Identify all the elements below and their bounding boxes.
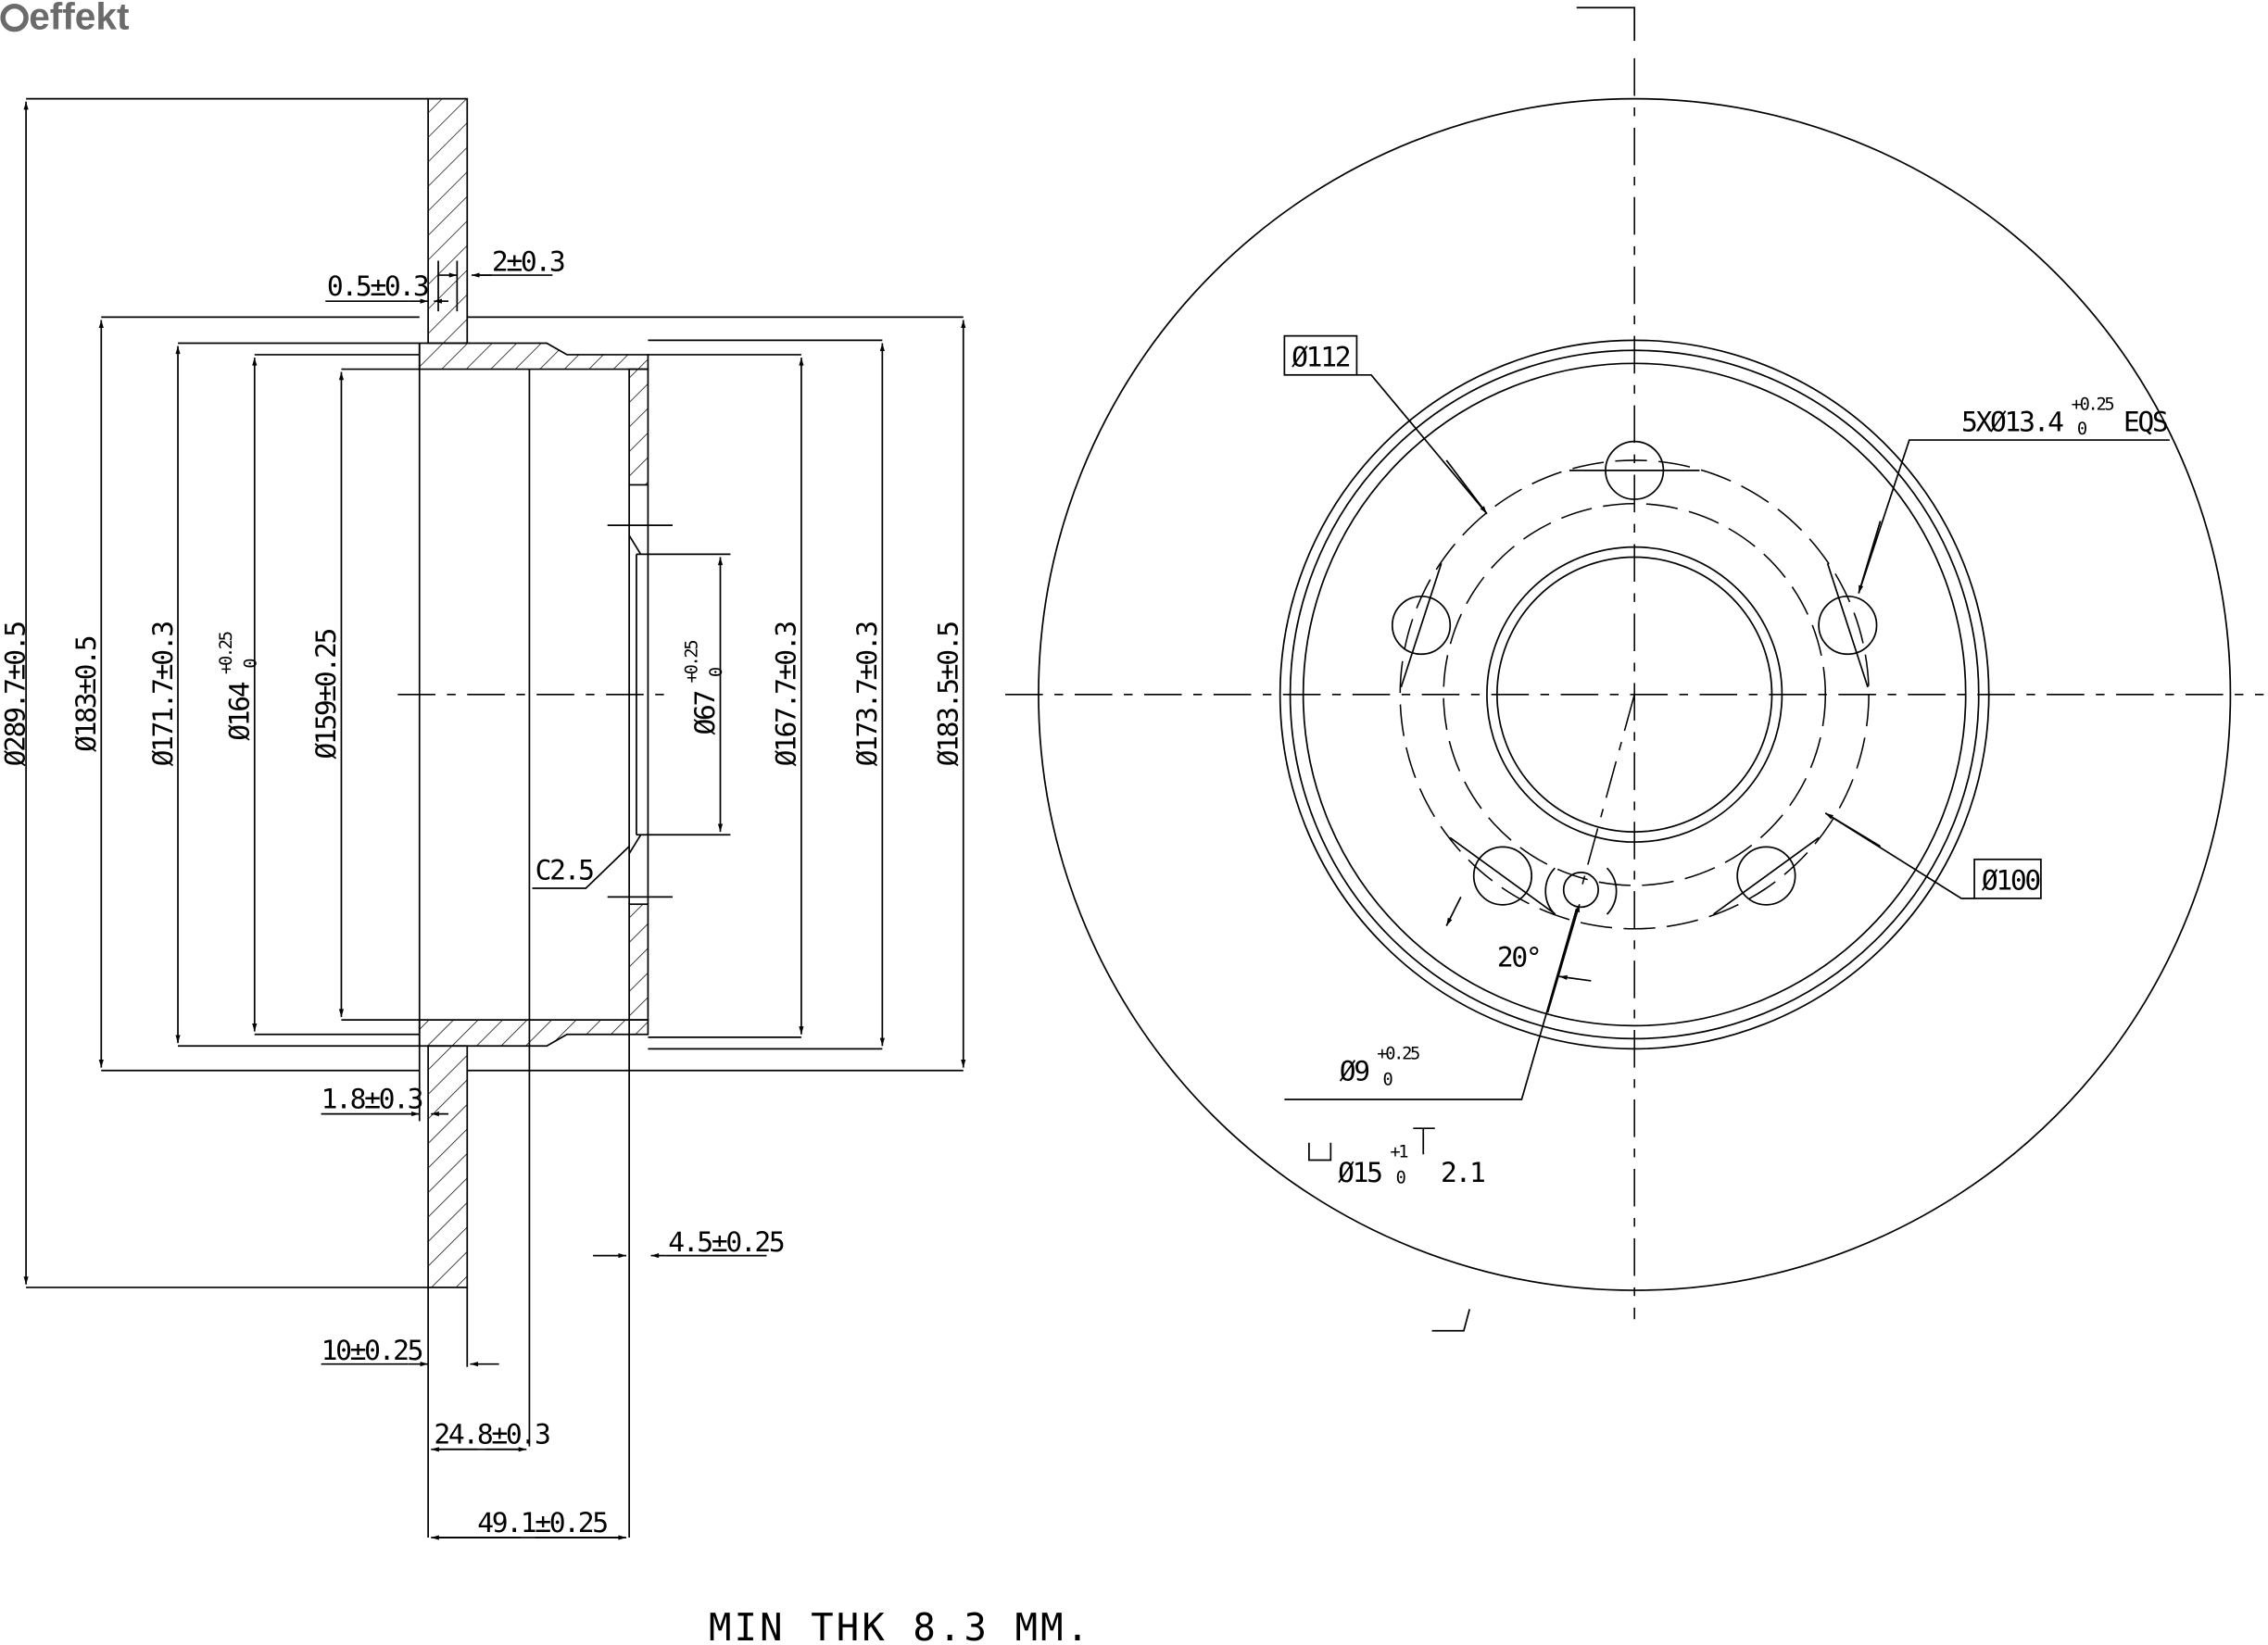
dim-183: Ø183±0.5: [69, 636, 102, 752]
bolt-holes-label: 5XØ13.4: [1961, 406, 2063, 438]
dim-49-1: 49.1±0.25: [477, 1506, 607, 1538]
bolt-holes-suffix: EQS: [2123, 406, 2167, 438]
d100-label: Ø100: [1982, 864, 2040, 897]
bolt-hole: [1391, 595, 1452, 656]
bolt-hole-centerline: [1826, 562, 1869, 688]
counterbore-label: Ø15: [1338, 1156, 1381, 1188]
dim-167-7: Ø167.7±0.3: [770, 622, 802, 767]
pin-hole: [1562, 872, 1600, 909]
dim-10: 10±0.25: [321, 1334, 422, 1366]
pin-hole-tol-lower: 0: [1383, 1070, 1393, 1089]
pin-hole-tol-upper: +0.25: [1377, 1044, 1419, 1063]
front-view: Ø112 Ø100 5XØ13.4 +0.25 0 EQS 20° Ø9 +0.…: [1005, 6, 2264, 1332]
dim-289-7: Ø289.7±0.5: [0, 622, 32, 767]
logo-icon: [0, 3, 29, 32]
dim-67-tol-upper: +0.25: [683, 641, 702, 684]
disc-plate-bottom: [427, 1045, 469, 1288]
dim-4-5: 4.5±0.25: [668, 1225, 784, 1258]
counterbore-tol-upper: +1: [1390, 1142, 1407, 1162]
dim-164-tol-upper: +0.25: [217, 632, 236, 674]
bolt-holes-tol-lower: 0: [2077, 420, 2087, 439]
hat-band-bottom: [418, 1019, 649, 1048]
svg-text:effekt: effekt: [29, 0, 130, 38]
angle-label: 20°: [1497, 940, 1541, 973]
bolt-hole-centerline: [1400, 562, 1443, 688]
dim-183-5: Ø183.5±0.5: [932, 622, 964, 767]
hat-flange-top: [628, 368, 649, 486]
d112-label: Ø112: [1292, 340, 1350, 372]
section-view: Ø289.7±0.5 Ø183±0.5 Ø171.7±0.3 Ø164 +0.2…: [0, 97, 966, 1540]
hat-flange-bottom: [628, 903, 649, 1021]
dim-1-8: 1.8±0.3: [321, 1082, 422, 1114]
dim-164-tol-lower: 0: [241, 659, 260, 669]
min-thickness-note: MIN THK 8.3 MM.: [709, 1605, 1091, 1645]
dim-164: Ø164: [223, 682, 256, 741]
counterbore-tol-lower: 0: [1396, 1169, 1406, 1188]
pin-hole-label: Ø9: [1340, 1055, 1369, 1087]
counterbore-depth: 2.1: [1441, 1156, 1484, 1188]
dim-171-7: Ø171.7±0.3: [146, 622, 179, 767]
bolt-hole: [1472, 846, 1533, 906]
bolt-hole: [1818, 595, 1878, 656]
bolt-hole-centerline: [1713, 836, 1820, 915]
logo: effekt: [0, 0, 130, 38]
dim-67-tol-lower: 0: [707, 667, 726, 677]
bolt-hole: [1736, 846, 1796, 906]
dim-67: Ø67: [688, 692, 721, 735]
dim-24-8: 24.8±0.3: [434, 1418, 549, 1450]
dim-173-7: Ø173.7±0.3: [850, 622, 883, 767]
disc-plate-top: [427, 97, 469, 345]
dim-0-5: 0.5±0.3: [327, 270, 428, 302]
dim-159: Ø159±0.25: [309, 630, 342, 760]
hat-band-top: [418, 342, 649, 370]
chamfer-label: C2.5: [536, 854, 594, 886]
dim-2: 2±0.3: [492, 245, 564, 277]
bolt-holes-tol-upper: +0.25: [2072, 395, 2114, 414]
bolt-hole-centerline: [1449, 836, 1556, 915]
